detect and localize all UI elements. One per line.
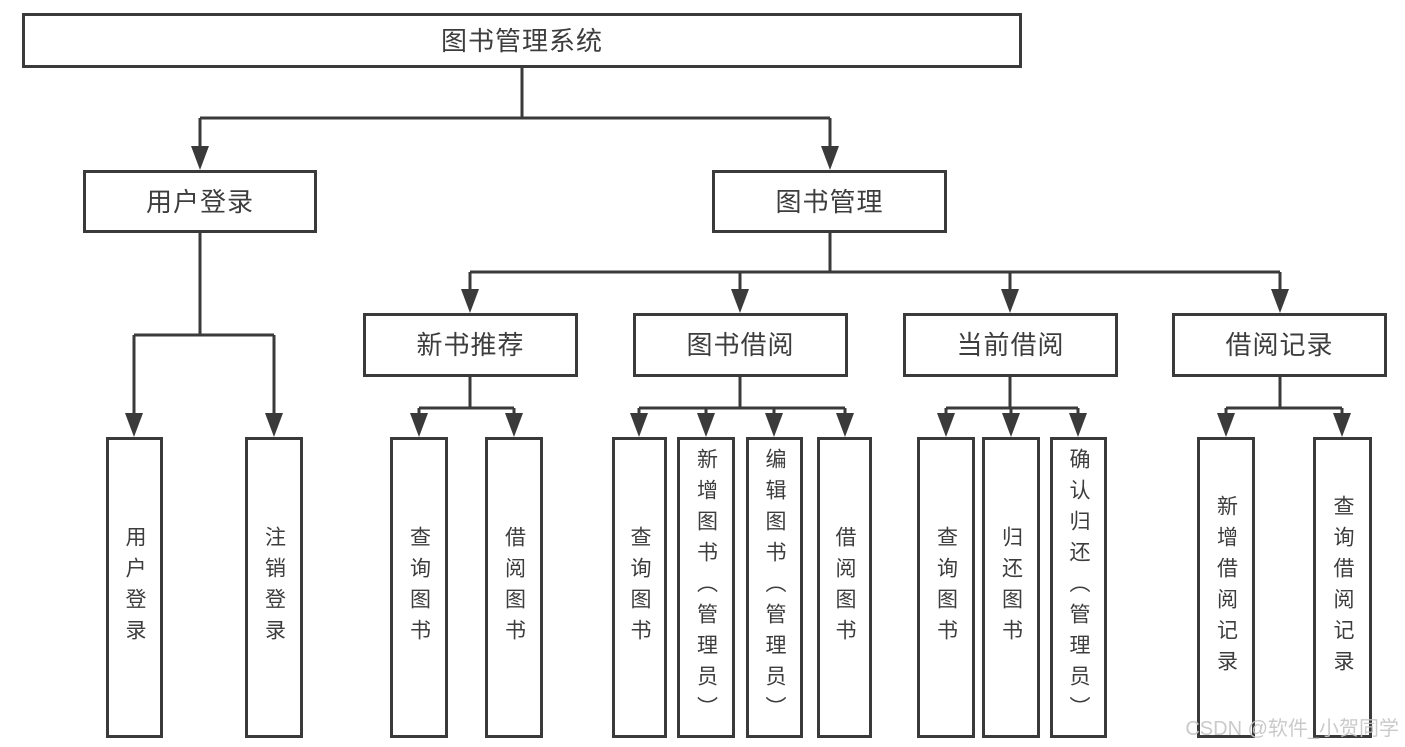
- arrow-down-icon: [836, 413, 854, 437]
- leaf-add-books-admin: 新增图书（管理员）: [677, 437, 735, 738]
- node-label: 当前借阅: [956, 330, 1065, 360]
- arrow-down-icon: [461, 289, 479, 313]
- connector-new-book-recommendation: [417, 377, 516, 415]
- arrow-down-icon: [125, 413, 143, 437]
- connector-user-login: [132, 233, 276, 415]
- leaf-borrow-books: 借阅图书: [817, 437, 872, 738]
- node-current-borrowing: 当前借阅: [903, 313, 1118, 377]
- leaf-label: 确认归还（管理员）: [1067, 448, 1090, 727]
- arrow-down-icon: [1333, 413, 1351, 437]
- arrow-down-icon: [697, 413, 715, 437]
- node-label: 图书管理: [775, 186, 884, 217]
- node-book-borrowing: 图书借阅: [633, 313, 848, 377]
- node-label: 图书借阅: [686, 330, 795, 360]
- arrow-down-icon: [265, 413, 283, 437]
- leaf-label: 用户登录: [123, 525, 146, 650]
- node-user-login: 用户登录: [83, 170, 317, 233]
- node-root: 图书管理系统: [22, 13, 1022, 68]
- arrow-down-icon: [1069, 413, 1087, 437]
- arrow-down-icon: [1001, 289, 1019, 313]
- arrow-down-icon: [410, 413, 428, 437]
- leaf-add-borrow-record: 新增借阅记录: [1197, 437, 1255, 738]
- arrow-down-icon: [1271, 289, 1289, 313]
- node-root-label: 图书管理系统: [440, 25, 603, 56]
- leaf-query-books-recommend: 查询图书: [390, 437, 448, 738]
- node-label: 借阅记录: [1225, 330, 1334, 360]
- arrow-down-icon: [937, 413, 955, 437]
- connector-root: [198, 68, 832, 148]
- node-book-management: 图书管理: [712, 170, 947, 233]
- arrow-down-icon: [765, 413, 783, 437]
- node-label: 用户登录: [145, 186, 254, 217]
- leaf-label: 新增图书（管理员）: [694, 448, 718, 727]
- leaf-label: 编辑图书（管理员）: [763, 448, 786, 727]
- leaf-label: 注销登录: [262, 525, 286, 650]
- connector-current-borrowing: [944, 377, 1080, 415]
- leaf-label: 借阅图书: [833, 525, 856, 650]
- arrow-down-icon: [821, 146, 839, 170]
- leaf-label: 查询借阅记录: [1331, 494, 1354, 681]
- leaf-label: 新增借阅记录: [1214, 494, 1238, 681]
- node-new-book-recommendation: 新书推荐: [363, 313, 578, 377]
- leaf-label: 查询图书: [934, 525, 958, 650]
- leaf-edit-books-admin: 编辑图书（管理员）: [746, 437, 803, 738]
- connector-book-management: [468, 233, 1282, 291]
- leaf-confirm-return-admin: 确认归还（管理员）: [1050, 437, 1107, 738]
- leaf-logout: 注销登录: [245, 437, 303, 738]
- arrow-down-icon: [1002, 413, 1020, 437]
- leaf-user-login: 用户登录: [106, 437, 163, 738]
- connector-borrowing-records: [1224, 377, 1344, 415]
- connector-book-borrowing: [637, 377, 847, 415]
- leaf-label: 查询图书: [407, 525, 431, 650]
- leaf-return-books: 归还图书: [982, 437, 1040, 738]
- leaf-borrow-books-recommend: 借阅图书: [485, 437, 543, 738]
- arrow-down-icon: [630, 413, 648, 437]
- arrow-down-icon: [505, 413, 523, 437]
- node-borrowing-records: 借阅记录: [1172, 313, 1387, 377]
- leaf-label: 查询图书: [628, 525, 651, 650]
- leaf-label: 借阅图书: [502, 525, 526, 650]
- leaf-label: 归还图书: [999, 525, 1023, 650]
- arrow-down-icon: [191, 146, 209, 170]
- leaf-query-books-current: 查询图书: [917, 437, 975, 738]
- leaf-query-books-borrowing: 查询图书: [612, 437, 667, 738]
- arrow-down-icon: [1217, 413, 1235, 437]
- leaf-query-borrow-record: 查询借阅记录: [1313, 437, 1372, 738]
- node-label: 新书推荐: [416, 330, 525, 360]
- arrow-down-icon: [731, 289, 749, 313]
